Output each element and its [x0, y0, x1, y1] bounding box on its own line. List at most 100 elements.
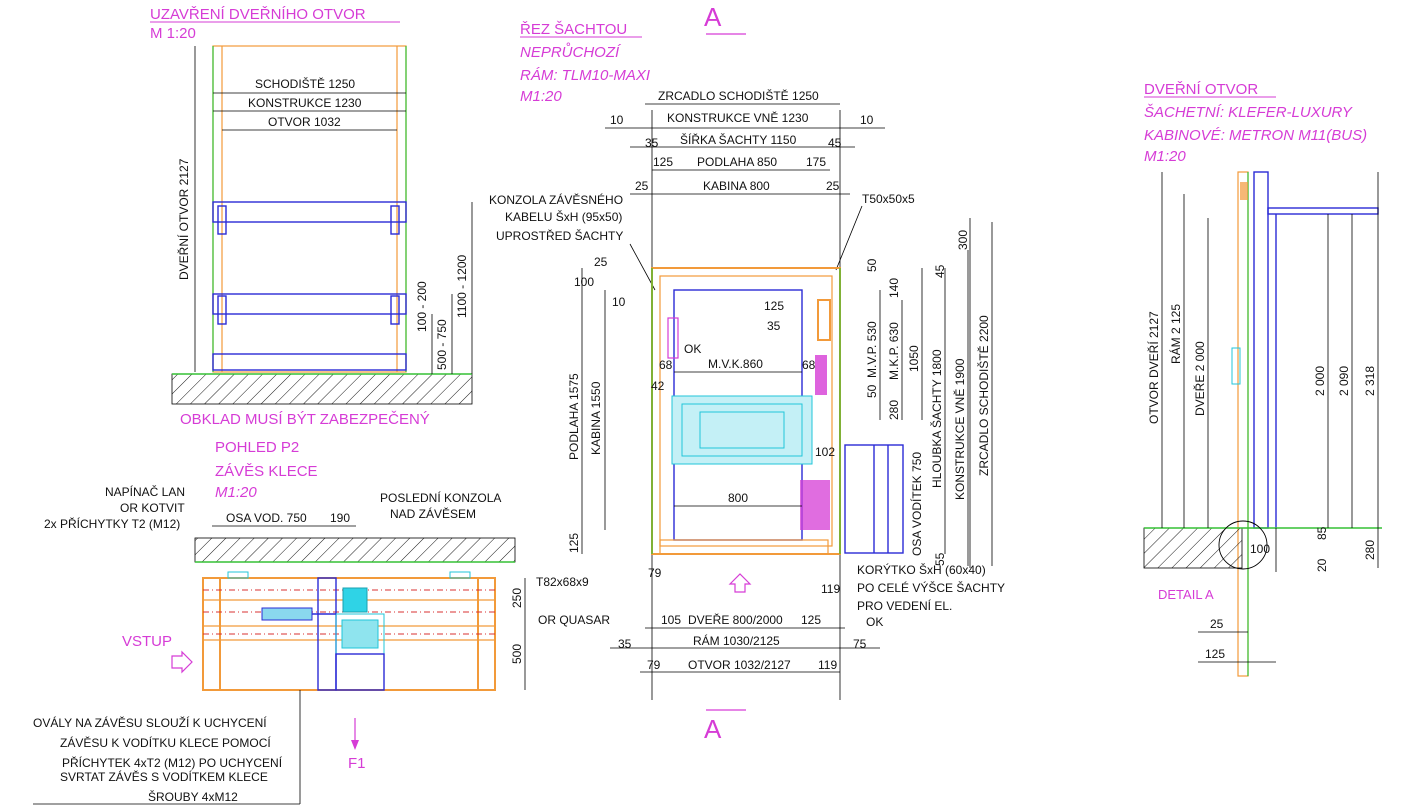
dim-2000: 2 000	[1313, 366, 1327, 396]
dim-800-inner: 800	[728, 491, 748, 505]
dim-door-opening: OTVOR DVEŘÍ 2127	[1146, 311, 1161, 424]
dim-10-v: 10	[612, 295, 626, 309]
ok-box	[667, 317, 679, 359]
dim-depth: HLOUBKA ŠACHTY 1800	[929, 349, 944, 488]
dim-opening: OTVOR 1032	[268, 115, 341, 129]
dim-door-opening-height: DVEŘNÍ OTVOR 2127	[176, 158, 191, 280]
dim-45-v: 45	[933, 264, 947, 278]
dim-140: 140	[887, 278, 901, 298]
dim-500: 500	[510, 644, 524, 664]
dim-guide-axis: OSA VOD. 750	[226, 511, 307, 525]
dim-shaft-width: ŠÍŘKA ŠACHTY 1150	[680, 132, 797, 147]
shaft-section-line1: NEPRŮCHOZÍ	[520, 42, 622, 61]
dim-construction: KONSTRUKCE 1230	[248, 96, 362, 110]
dim-frame: RÁM 1030/2125	[693, 633, 780, 648]
dim-50-top: 50	[865, 258, 879, 272]
dim-25-left: 25	[635, 179, 649, 193]
shaft-section-scale: M1:20	[520, 88, 562, 105]
label-bracket-3: UPROSTŘED ŠACHTY	[496, 228, 623, 243]
door-closure-scale: M 1:20	[150, 25, 196, 42]
dim-102: 102	[815, 445, 835, 459]
label-trough-1: KORÝTKO ŠxH (60x40)	[857, 562, 986, 577]
door-wall-strip	[1237, 171, 1249, 677]
floor-hatch	[171, 373, 473, 405]
ceiling-hatch	[194, 537, 516, 563]
dim-125-bottom: 125	[801, 613, 821, 627]
label-bracket-1: KONZOLA ZÁVĚSNÉHO	[489, 192, 623, 207]
detail-circle	[1218, 520, 1268, 570]
shaft-section-line2: RÁM: TLM10-MAXI	[520, 67, 650, 84]
dim-2090: 2 090	[1337, 366, 1351, 396]
dim-85: 85	[1315, 526, 1329, 540]
dim-mvp: M.V.P. 530	[865, 321, 879, 378]
section-mark-bottom: A	[704, 714, 722, 744]
dim-105: 105	[661, 613, 681, 627]
door-closure-view: UZAVŘENÍ DVEŘNÍHO OTVOR M 1:20 SCHODIŠTĚ…	[150, 6, 473, 428]
dim-45: 45	[828, 136, 842, 150]
dim-mkp: M.K.P. 630	[887, 322, 901, 380]
dim-250: 250	[510, 588, 524, 608]
door-floor-hatch	[1143, 527, 1243, 569]
dim-frame-height: RÁM 2 125	[1168, 304, 1183, 364]
dim-125-v: 125	[567, 533, 581, 553]
label-anchor: OR KOTVIT	[120, 501, 185, 515]
dim-35-bottom: 35	[618, 637, 632, 651]
dim-staircase: SCHODIŠTĚ 1250	[255, 76, 355, 91]
dim-190: 190	[330, 511, 350, 525]
dim-280: 280	[887, 400, 901, 420]
dim-mirror-staircase: ZRCADLO SCHODIŠTĚ 1250	[658, 88, 819, 103]
view-p2-scale: M1:20	[215, 484, 257, 501]
door-opening-scale: M1:20	[1144, 148, 1186, 165]
force-arrow-icon	[351, 740, 359, 750]
dim-175: 175	[806, 155, 826, 169]
dim-mirror-depth: ZRCADLO SCHODIŠTĚ 2200	[976, 315, 991, 476]
traction-machine	[671, 395, 813, 465]
dim-75: 75	[853, 637, 867, 651]
label-quasar: OR QUASAR	[538, 613, 610, 627]
dim-50-bottom: 50	[865, 384, 879, 398]
dim-1050: 1050	[907, 345, 921, 372]
note-line-2: ZÁVĚSU K VODÍTKU KLECE POMOCÍ	[60, 735, 271, 750]
suspension-notes: OVÁLY NA ZÁVĚSU SLOUŽÍ K UCHYCENÍ ZÁVĚSU…	[33, 715, 283, 804]
label-t50: T50x50x5	[862, 192, 915, 206]
section-mark-top: A	[704, 2, 722, 32]
dim-68-right: 68	[802, 358, 816, 372]
dim-2318: 2 318	[1363, 366, 1377, 396]
dim-opening: OTVOR 1032/2127	[688, 658, 791, 672]
label-last-bracket-2: NAD ZÁVĚSEM	[390, 506, 476, 521]
label-clips: 2x PŘÍCHYTKY T2 (M12)	[44, 516, 180, 531]
view-p2: POHLED P2 ZÁVĚS KLECE M1:20 NAPÍNAČ LAN …	[33, 439, 526, 805]
dim-guide-axis-750: OSA VODÍTEK 750	[909, 452, 924, 556]
force-label: F1	[348, 755, 366, 772]
dim-119-top: 119	[821, 582, 840, 596]
note-line-5: ŠROUBY 4xM12	[148, 789, 238, 804]
dim-range-500-750: 500 - 750	[435, 319, 449, 370]
dim-79-bottom: 79	[647, 658, 661, 672]
note-line-3: PŘÍCHYTEK 4xT2 (M12) PO UCHYCENÍ	[62, 755, 283, 770]
entry-label: VSTUP	[122, 633, 172, 650]
cladding-note: OBKLAD MUSÍ BÝT ZABEZPEČENÝ	[180, 411, 430, 428]
dim-125-inner: 125	[764, 299, 784, 313]
entry-arrow-icon	[171, 650, 193, 674]
dim-cabin: KABINA 800	[703, 179, 770, 193]
note-line-4: SVRTAT ZÁVĚS S VODÍTKEM KLECE	[60, 769, 268, 784]
dim-construction-outer: KONSTRUKCE VNĚ 1230	[667, 110, 809, 125]
counterweight-mag	[800, 480, 830, 530]
dim-125: 125	[653, 155, 673, 169]
dim-300: 300	[956, 230, 970, 250]
label-last-bracket-1: POSLEDNÍ KONZOLA	[380, 490, 501, 505]
door-closure-title: UZAVŘENÍ DVEŘNÍHO OTVOR	[150, 6, 366, 23]
dim-mvk: M.V.K.860	[708, 357, 763, 371]
label-bracket-2: KABELU ŠxH (95x50)	[505, 209, 622, 224]
dim-35-inner: 35	[767, 319, 781, 333]
door-opening-line1: ŠACHETNÍ: KLEFER-LUXURY	[1144, 104, 1353, 121]
dim-125-door: 125	[1205, 647, 1225, 661]
door-opening-title: DVEŘNÍ OTVOR	[1144, 81, 1258, 98]
dim-25-right: 25	[826, 179, 840, 193]
label-ok-1: OK	[684, 342, 701, 356]
label-tensioner: NAPÍNAČ LAN	[105, 484, 185, 499]
dim-25-door: 25	[1210, 617, 1224, 631]
dim-10-left: 10	[610, 113, 624, 127]
cross-member-middle	[212, 293, 407, 315]
rope-tensioner	[261, 607, 313, 621]
